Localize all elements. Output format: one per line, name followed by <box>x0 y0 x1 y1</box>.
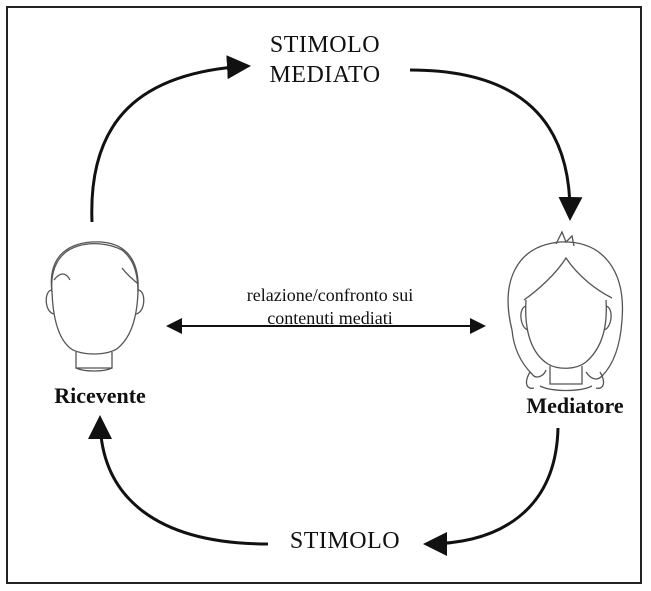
stimolo-mediato-line2: MEDIATO <box>269 62 381 88</box>
ricevente-label: Ricevente <box>54 383 146 408</box>
arrow-stimolo-to-ricevente <box>88 415 269 546</box>
arrow-mediatore-to-stimolo <box>423 427 560 556</box>
diagram-frame <box>6 6 642 584</box>
stimolo-mediato-label: STIMOLO MEDIATO <box>225 30 425 90</box>
relation-label-line2: contenuti mediati <box>267 308 393 329</box>
male-head-outline-icon <box>45 241 145 372</box>
female-head-outline-icon <box>507 230 624 392</box>
relation-label-line1: relazione/confronto sui <box>246 285 414 305</box>
relation-label: relazione/confronto sui contenuti mediat… <box>205 284 455 331</box>
stimolo-mediato-line1: STIMOLO <box>269 32 381 58</box>
stimolo-label: STIMOLO <box>289 528 401 554</box>
arrow-ricevente-to-stimolo-mediato <box>90 55 251 223</box>
arrow-stimolo-mediato-to-mediatore <box>409 68 583 221</box>
mediatore-label: Mediatore <box>526 393 624 418</box>
